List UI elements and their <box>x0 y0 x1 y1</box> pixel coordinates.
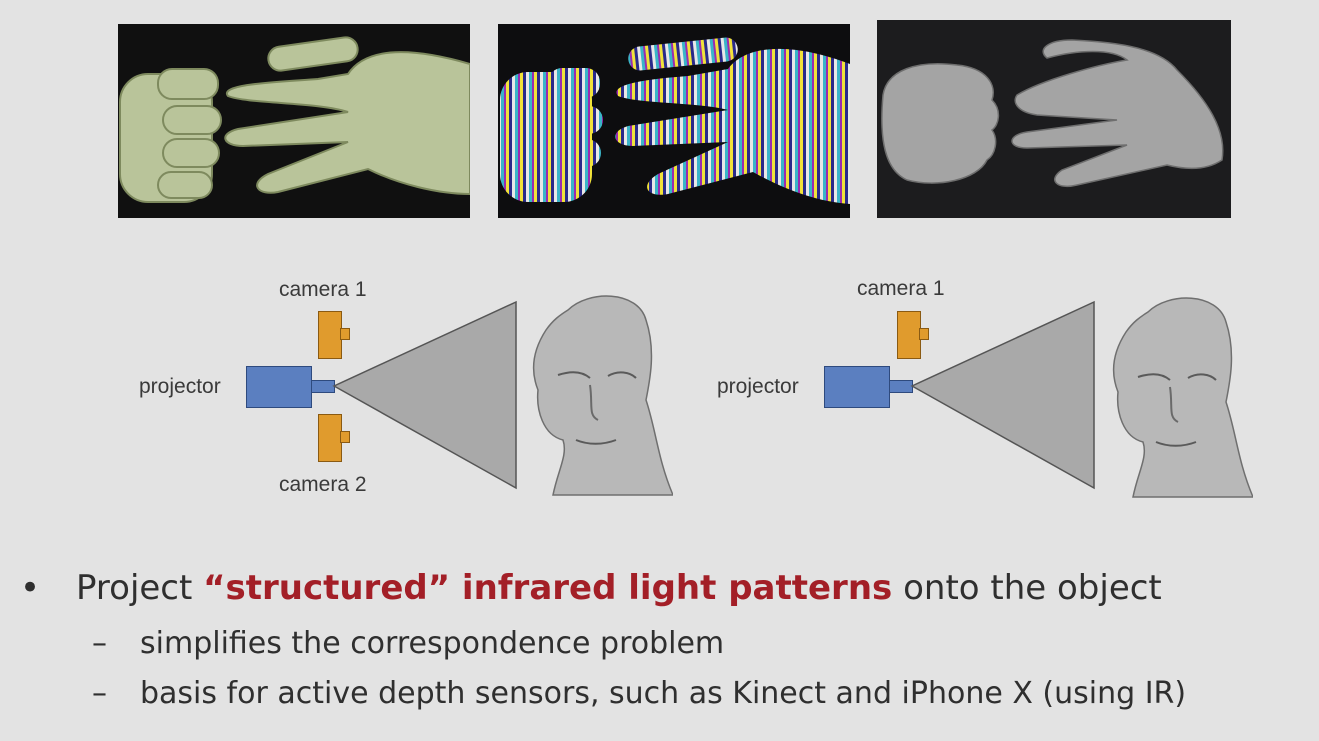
sub-bullet-marker: – <box>92 626 107 661</box>
camera-2-icon <box>318 414 342 462</box>
sub-bullet-2: –basis for active depth sensors, such as… <box>92 676 1186 711</box>
projector-icon <box>246 366 312 408</box>
hand-structured-light-photo <box>498 24 850 218</box>
bullet-text-before: Project <box>76 568 204 608</box>
camera-1-icon <box>318 311 342 359</box>
projector-label: projector <box>139 375 221 398</box>
sub-bullet-marker: – <box>92 676 107 711</box>
camera-2-lens-icon <box>340 431 350 443</box>
sub-bullet-1: –simplifies the correspondence problem <box>92 626 724 661</box>
projector-icon-right <box>824 366 890 408</box>
light-cone <box>332 300 517 490</box>
face-scan-image <box>532 295 673 496</box>
bullet-text-after: onto the object <box>892 568 1162 608</box>
projector-label-right: projector <box>717 375 799 398</box>
sub-bullet-text: simplifies the correspondence problem <box>140 626 725 661</box>
camera-1-label: camera 1 <box>279 278 367 301</box>
bullet-highlight: “structured” infrared light patterns <box>203 568 893 608</box>
light-cone-right <box>910 300 1095 490</box>
bullet-main: • Project “structured” infrared light pat… <box>20 568 1162 608</box>
hand-3d-reconstruction <box>877 20 1231 218</box>
hand-color-photo <box>118 24 470 218</box>
camera-1-lens-icon <box>340 328 350 340</box>
face-scan-image-right <box>1112 297 1253 498</box>
camera-lens-icon-right <box>919 328 929 340</box>
sub-bullet-text: basis for active depth sensors, such as … <box>140 676 1187 711</box>
bullet-marker: • <box>20 568 41 608</box>
camera-2-label: camera 2 <box>279 473 367 496</box>
camera-1-label-right: camera 1 <box>857 277 945 300</box>
